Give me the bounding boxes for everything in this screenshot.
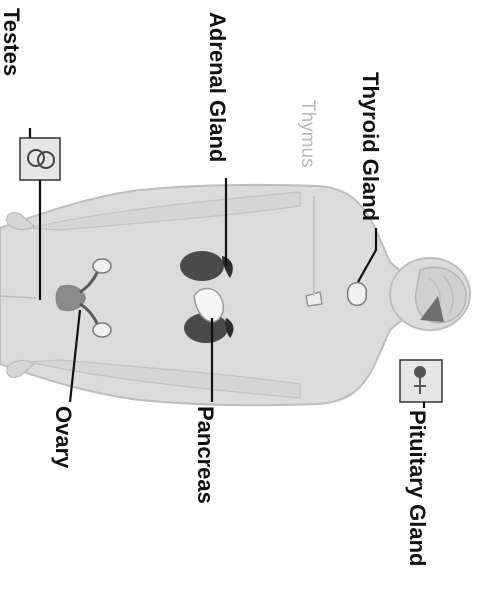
testes-label: Testes	[0, 8, 24, 76]
thymus-label: Thymus	[297, 100, 318, 168]
pituitary-inset	[400, 360, 442, 402]
ovary-organ-lower	[93, 323, 111, 337]
thyroid-gland-label: Thyroid Gland	[358, 72, 383, 221]
ovary-label: Ovary	[51, 406, 76, 469]
pituitary-gland-label: Pituitary Gland	[405, 410, 430, 566]
pancreas-label: Pancreas	[193, 406, 218, 504]
left-kidney	[180, 251, 224, 281]
ovary-organ-upper	[93, 259, 111, 273]
thyroid-gland-organ	[348, 283, 367, 306]
testes-inset	[20, 138, 60, 180]
adrenal-gland-label: Adrenal Gland	[205, 12, 230, 162]
